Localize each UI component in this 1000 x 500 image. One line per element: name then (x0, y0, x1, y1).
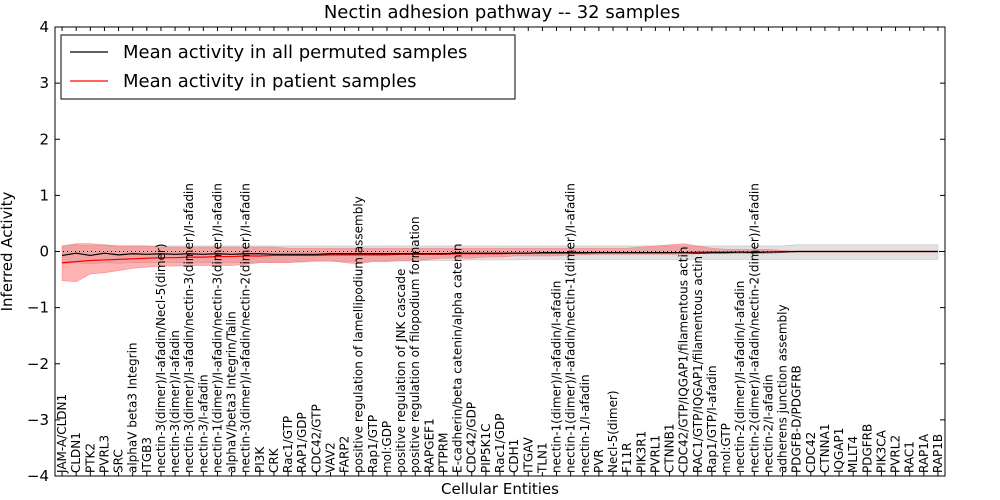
x-tick-label: RAP1/GDP (295, 412, 309, 473)
x-tick-label: TLN1 (535, 442, 549, 474)
x-tick-label: mol:GTP (719, 423, 733, 473)
x-tick-label: IQGAP1 (832, 428, 846, 473)
x-tick-label: nectin-1(dimer)/I-afadin/nectin-1(dimer)… (564, 183, 578, 473)
legend-label-permuted: Mean activity in all permuted samples (123, 42, 467, 63)
x-tick-label: alphaV/beta3 Integrin/Talin (225, 311, 239, 473)
x-tick-label: CDC42/GDP (465, 402, 479, 473)
x-tick-label: Rap1/GTP (366, 415, 380, 473)
x-tick-label: RAP1A (917, 433, 931, 473)
x-tick-label: SRC (112, 449, 126, 473)
x-tick-label: nectin-3(dimer)/I-afadin/nectin-3(dimer)… (182, 183, 196, 473)
x-tick-label: CDC42/GTP (309, 404, 323, 473)
x-tick-label: PTPRM (436, 433, 450, 474)
x-tick-label: CRK (267, 447, 281, 473)
x-tick-label: CTNNB1 (663, 423, 677, 473)
x-tick-label: PIK3CA (874, 429, 888, 473)
y-tick-label: 0 (39, 243, 49, 261)
x-tick-label: positive regulation of JNK cascade (394, 269, 408, 473)
x-tick-label: Rac1/GTP (281, 416, 295, 473)
x-tick-label: mol:GDP (380, 421, 394, 473)
x-tick-label: alphaV beta3 Integrin (126, 342, 140, 473)
x-tick-label: Rac1/GDP (493, 414, 507, 473)
x-tick-label: nectin-2/I-afadin (761, 374, 775, 473)
x-tick-label: PIK3R1 (634, 431, 648, 473)
x-tick-label: ITGB3 (140, 437, 154, 473)
x-tick-label: nectin-1/I-afadin (578, 374, 592, 473)
y-tick-label: −1 (27, 299, 49, 317)
x-tick-label: F11R (620, 442, 634, 473)
x-tick-label: nectin-1(dimer)/I-afadin/I-afadin (550, 281, 564, 473)
y-tick-label: 4 (39, 18, 49, 36)
x-tick-label: PI3K (253, 446, 267, 473)
x-tick-label: nectin-3(dimer)/I-afadin/nectin-2(dimer)… (239, 183, 253, 473)
x-tick-label: RAC1 (903, 441, 917, 473)
x-tick-label: MLLT4 (846, 436, 860, 473)
x-tick-label: RAC1/GTP/IQGAP1/filamentous actin (691, 256, 705, 473)
x-tick-label: CDC42/GTP/IQGAP1/filamentous actin (677, 247, 691, 473)
x-tick-label: nectin-3/I-afadin (196, 374, 210, 473)
x-tick-label: CDH1 (507, 439, 521, 473)
x-tick-label: Rap1/GTP/I-afadin (705, 365, 719, 473)
x-tick-label: CLDN1 (69, 432, 83, 473)
x-tick-label: nectin-3(dimer)/I-afadin/Necl-5(dimer) (154, 243, 168, 473)
x-tick-label: ITGAV (521, 436, 535, 473)
y-tick-label: −2 (27, 355, 49, 373)
y-tick-label: 2 (39, 130, 49, 148)
x-tick-label: nectin-3(dimer)/I-afadin (168, 330, 182, 473)
legend-box (60, 34, 516, 100)
x-tick-label: nectin-2(dimer)/I-afadin/I-afadin (733, 281, 747, 473)
x-tick-label: PIP5K1C (479, 423, 493, 473)
x-tick-label: CDC42 (804, 432, 818, 473)
x-tick-label: PDGFRB (860, 424, 874, 473)
x-axis-label: Cellular Entities (441, 480, 559, 498)
legend: Mean activity in all permuted samples Me… (60, 34, 516, 100)
x-tick-label: Necl-5(dimer) (606, 390, 620, 473)
y-axis: −4 −3 −2 −1 0 1 2 3 4 (27, 18, 945, 485)
y-tick-label: 1 (39, 186, 49, 204)
x-tick-label: PVRL3 (97, 435, 111, 473)
y-axis-label: Inferred Activity (0, 191, 16, 311)
x-tick-label: adherens junction assembly (776, 304, 790, 473)
x-tick-label: RAP1B (931, 434, 945, 473)
x-tick-label: VAV2 (323, 442, 337, 473)
x-tick-label: positive regulation of filopodium format… (408, 216, 422, 473)
chart-title: Nectin adhesion pathway -- 32 samples (324, 2, 680, 23)
x-tick-label: CTNNA1 (818, 423, 832, 473)
line-permuted (61, 250, 938, 257)
x-tick-label: E-cadherin/beta catenin/alpha catenin (451, 243, 465, 473)
y-tick-label: −3 (27, 411, 49, 429)
x-tick-label: PVRL2 (889, 435, 903, 473)
y-tick-label: −4 (27, 467, 49, 485)
x-tick-label: JAM-A/CLDN1 (55, 394, 69, 474)
x-tick-label: PVR (592, 449, 606, 473)
x-tick-label: nectin-2(dimer)/I-afadin/nectin-2(dimer)… (747, 183, 761, 473)
x-tick-label: FARP2 (338, 436, 352, 473)
x-tick-label: RAPGEF1 (422, 418, 436, 473)
x-tick-label: PDGFB-D/PDGFRB (790, 365, 804, 473)
x-tick-label: positive regulation of lamellipodium ass… (352, 196, 366, 473)
x-tick-label: PVRL1 (648, 435, 662, 473)
legend-label-patient: Mean activity in patient samples (123, 71, 417, 92)
series-lines (61, 250, 938, 264)
x-tick-label: nectin-1(dimer)/I-afadin/nectin-3(dimer)… (210, 183, 224, 473)
y-tick-label: 3 (39, 74, 49, 92)
x-tick-label: PTK2 (83, 443, 97, 473)
